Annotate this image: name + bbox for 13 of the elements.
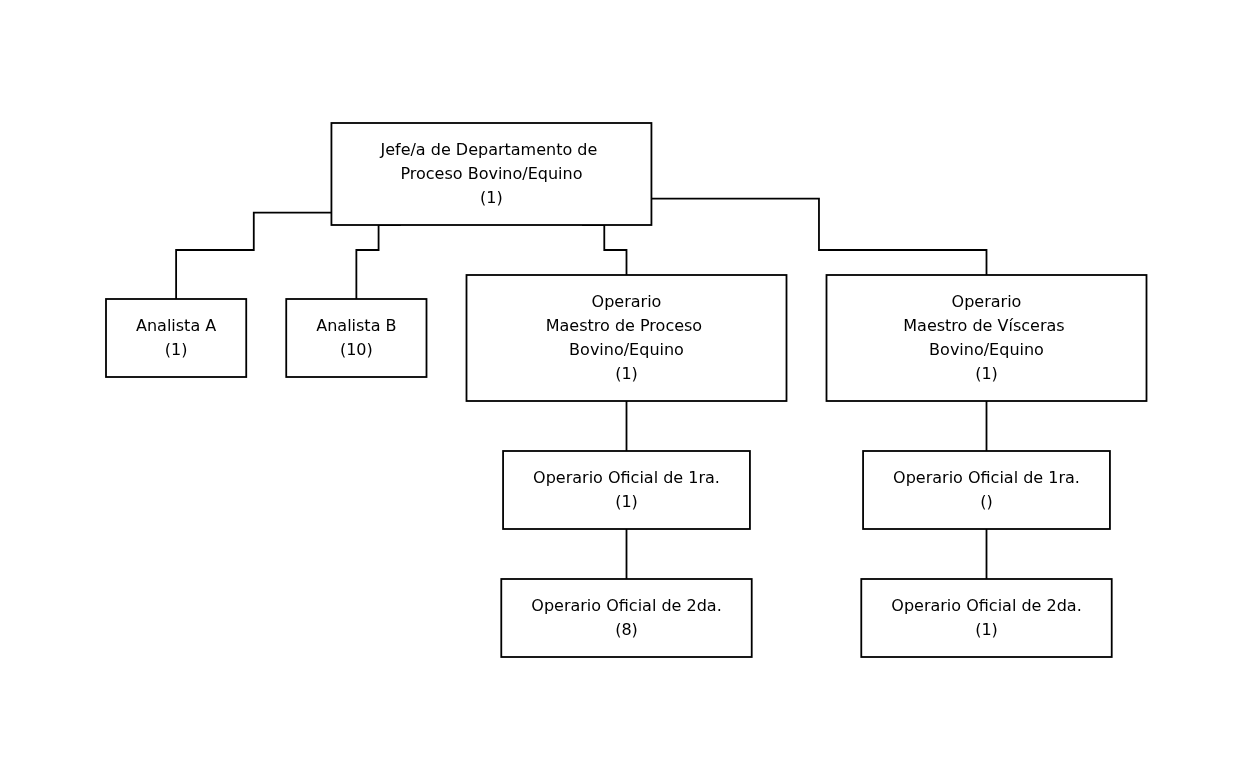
node-box: Operario Oficial de 1ra. (1) [501, 449, 751, 530]
node-box: Operario Maestro de Vísceras Bovino/Equino (1) [825, 273, 1148, 402]
node-box: Operario Oficial de 1ra. () [861, 449, 1111, 530]
connector [985, 527, 988, 580]
node-box: Operario Maestro de Proceso Bovino/Equino (1) [465, 273, 788, 402]
node-box: Analista B (10) [285, 297, 428, 378]
connector [625, 399, 628, 452]
node-box: Jefe/a de Departamento de Proceso Bovino/Equino (1) [330, 121, 653, 226]
node-box: Operario Oficial de 2da. (1) [860, 577, 1113, 658]
connector [625, 527, 628, 580]
node-box: Analista A (1) [104, 297, 247, 378]
node-box: Operario Oficial de 2da. (8) [500, 577, 753, 658]
connector [985, 399, 988, 452]
